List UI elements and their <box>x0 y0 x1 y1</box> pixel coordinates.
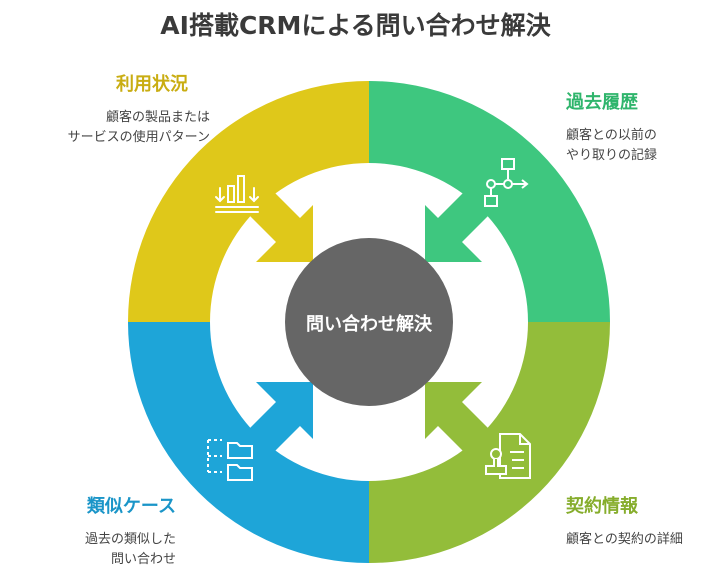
diagram-title: AI搭載CRMによる問い合わせ解決 <box>160 11 551 40</box>
label-contract-title: 契約情報 <box>566 496 638 517</box>
arrow-similar <box>244 382 313 458</box>
label-similar-title: 類似ケース <box>86 496 176 517</box>
segment-usage <box>128 81 369 322</box>
label-history-title: 過去履歴 <box>566 92 638 113</box>
bar-chart-icon <box>215 175 259 213</box>
label-usage: 利用状況 顧客の製品または サービスの使用パターン <box>10 70 210 148</box>
label-usage-title: 利用状況 <box>116 74 188 95</box>
label-history: 過去履歴 顧客との以前の やり取りの記録 <box>566 88 706 166</box>
segment-similar <box>128 322 369 563</box>
label-contract: 契約情報 顧客との契約の詳細 <box>566 492 708 550</box>
arrow-usage <box>244 186 313 262</box>
center-label: 問い合わせ解決 <box>306 313 433 335</box>
label-similar-desc-2: 問い合わせ <box>110 552 176 567</box>
flowchart-icon <box>484 158 529 207</box>
center-circle <box>285 238 453 406</box>
label-history-desc-2: やり取りの記録 <box>566 148 658 163</box>
arrow-contract <box>425 382 494 458</box>
folder-tree-icon <box>207 439 253 481</box>
label-usage-desc-1: 顧客の製品または <box>105 110 210 125</box>
label-similar-desc-1: 過去の類似した <box>84 532 176 547</box>
segment-contract <box>369 322 610 563</box>
label-contract-desc-1: 顧客との契約の詳細 <box>566 532 683 547</box>
segment-history <box>369 81 610 322</box>
label-history-desc-1: 顧客との以前の <box>566 128 657 143</box>
contract-document-icon <box>485 433 531 479</box>
label-usage-desc-2: サービスの使用パターン <box>67 130 210 145</box>
arrow-history <box>425 186 494 262</box>
label-similar: 類似ケース 過去の類似した 問い合わせ <box>10 492 176 570</box>
